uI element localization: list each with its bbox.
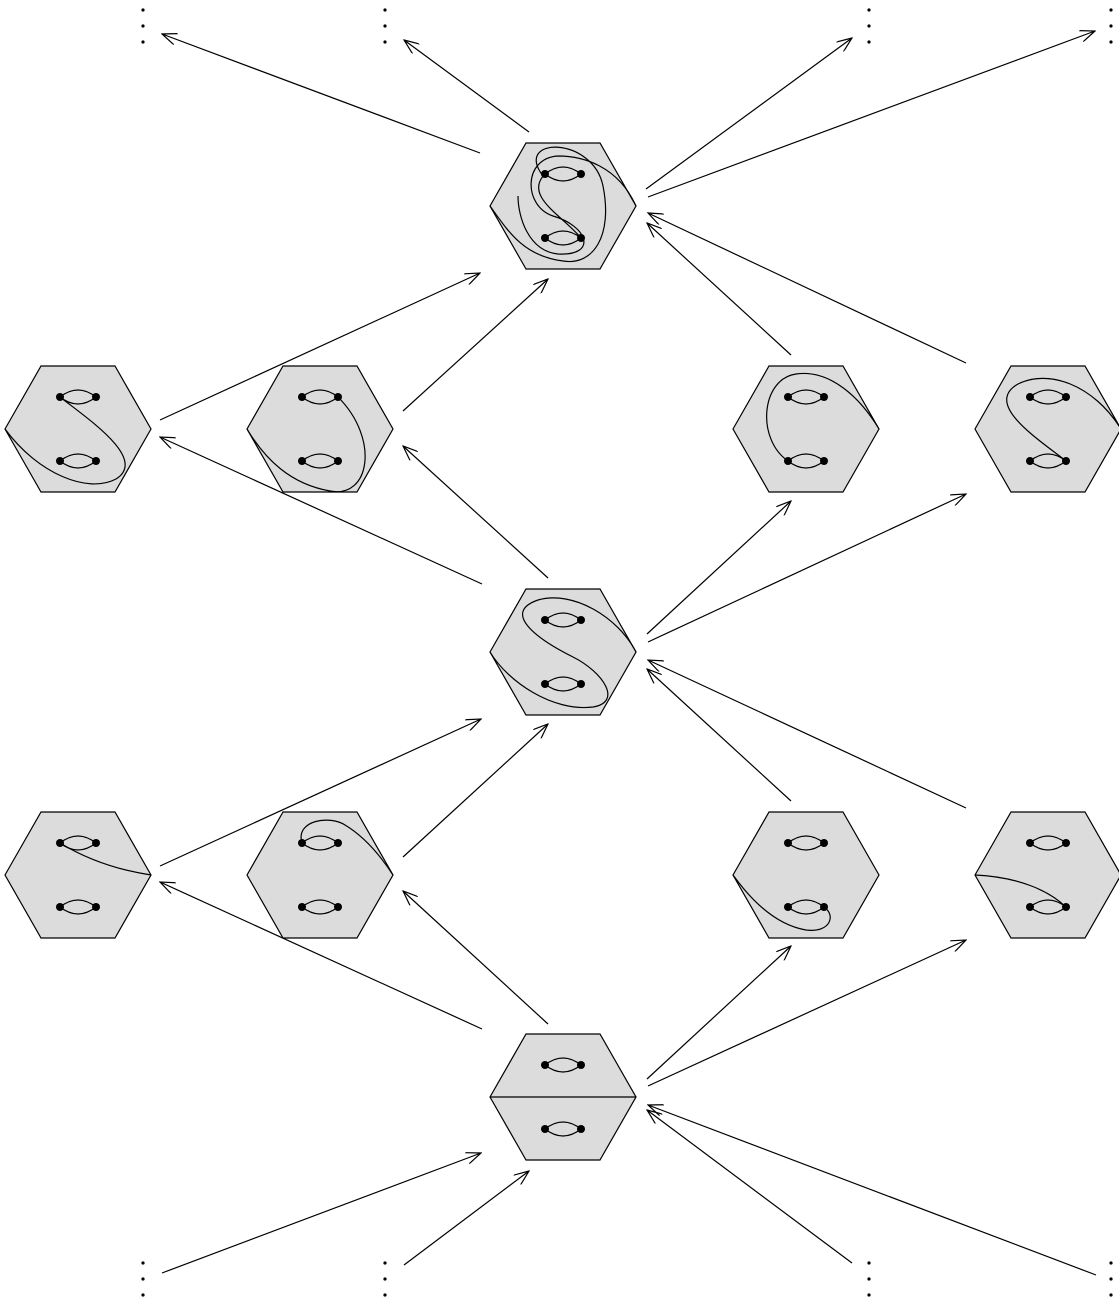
continuation-top-1-icon — [141, 8, 145, 44]
edge-bottom-center-to-lower-far-right — [647, 940, 966, 1087]
connecting-curve — [300, 819, 394, 876]
continuation-top-3-icon — [867, 8, 871, 44]
hexagon-shape — [4, 365, 152, 493]
lower-bubble-icon — [298, 453, 342, 469]
edge-top-center-to-continuation-top-4 — [647, 31, 1095, 198]
lower-bubble-icon — [298, 899, 342, 915]
edges — [159, 31, 1097, 1276]
continuation-marks — [141, 8, 1113, 1297]
upper-bubble-icon — [541, 612, 585, 628]
edge-mid-center-to-upper-right — [646, 501, 791, 635]
edge-mid-center-to-upper-far-left — [160, 437, 483, 585]
node-upper-right — [732, 365, 880, 493]
upper-bubble-icon — [784, 389, 828, 405]
lower-bubble-icon — [56, 899, 100, 915]
node-lower-far-right — [974, 811, 1119, 939]
node-lower-far-left — [4, 811, 152, 939]
connecting-curve-outer — [489, 597, 637, 709]
node-bottom-center — [489, 1033, 637, 1161]
hexagon-shape — [246, 811, 394, 939]
connecting-curve — [766, 372, 880, 462]
edge-lower-far-right-to-mid-center — [648, 660, 967, 809]
hexagon-shape — [974, 365, 1119, 493]
lower-bubble-icon — [541, 676, 585, 692]
edge-continuation-bottom-1-to-bottom-center — [161, 1153, 481, 1274]
node-mid-center — [489, 588, 637, 716]
node-top-center — [489, 142, 637, 270]
hexagon-shape — [489, 142, 637, 270]
edge-mid-center-to-upper-far-right — [647, 494, 966, 643]
edge-bottom-center-to-lower-left — [403, 891, 549, 1025]
edge-lower-left-to-mid-center — [402, 724, 548, 858]
hexagon-shape — [246, 365, 394, 493]
lower-bubble-icon — [541, 1121, 585, 1137]
node-upper-left — [246, 365, 394, 493]
continuation-top-4-icon — [1109, 8, 1113, 44]
continuation-bottom-3-icon — [867, 1261, 871, 1297]
hexagon-shape — [732, 811, 880, 939]
lower-bubble-icon — [56, 453, 100, 469]
continuation-bottom-2-icon — [383, 1261, 387, 1297]
continuation-bottom-4-icon — [1109, 1261, 1113, 1297]
upper-bubble-icon — [1026, 389, 1070, 405]
node-upper-far-right — [974, 365, 1119, 493]
node-lower-right — [732, 811, 880, 939]
connecting-curve — [246, 396, 366, 493]
connecting-curve — [59, 842, 152, 876]
edge-top-center-to-continuation-top-2 — [404, 40, 530, 133]
upper-bubble-icon — [56, 835, 100, 851]
edge-continuation-bottom-4-to-bottom-center — [648, 1105, 1097, 1276]
edge-top-center-to-continuation-top-3 — [645, 38, 852, 190]
edge-lower-right-to-mid-center — [647, 669, 792, 802]
edge-upper-far-left-to-top-center — [159, 273, 480, 421]
edge-bottom-center-to-lower-far-left — [160, 882, 483, 1030]
edge-upper-left-to-top-center — [402, 279, 548, 412]
upper-bubble-icon — [784, 835, 828, 851]
edge-bottom-center-to-lower-right — [646, 946, 791, 1080]
continuation-top-2-icon — [383, 8, 387, 44]
connecting-curve — [1006, 377, 1119, 462]
edge-continuation-bottom-3-to-bottom-center — [647, 1110, 853, 1264]
continuation-bottom-1-icon — [141, 1261, 145, 1297]
edge-mid-center-to-upper-left — [403, 446, 549, 579]
edge-upper-far-right-to-top-center — [648, 213, 967, 364]
upper-bubble-icon — [1026, 835, 1070, 851]
edge-lower-far-left-to-mid-center — [159, 719, 481, 867]
lower-bubble-icon — [784, 899, 828, 915]
hexagon-shape — [974, 811, 1119, 939]
edge-continuation-bottom-2-to-bottom-center — [403, 1171, 529, 1266]
connecting-curve — [974, 874, 1067, 908]
node-upper-far-left — [4, 365, 152, 493]
connecting-curve — [4, 396, 126, 485]
connecting-curve — [538, 173, 582, 239]
upper-bubble-icon — [541, 166, 585, 182]
connecting-curve — [732, 874, 831, 931]
hexagon-shape — [732, 365, 880, 493]
hexagon-shape — [4, 811, 152, 939]
edge-upper-right-to-top-center — [647, 223, 792, 356]
node-lower-left — [246, 811, 394, 939]
upper-bubble-icon — [541, 1057, 585, 1073]
connecting-curve-inner — [517, 155, 637, 255]
connecting-curve-outer — [489, 146, 607, 263]
edge-top-center-to-continuation-top-1 — [162, 34, 481, 154]
